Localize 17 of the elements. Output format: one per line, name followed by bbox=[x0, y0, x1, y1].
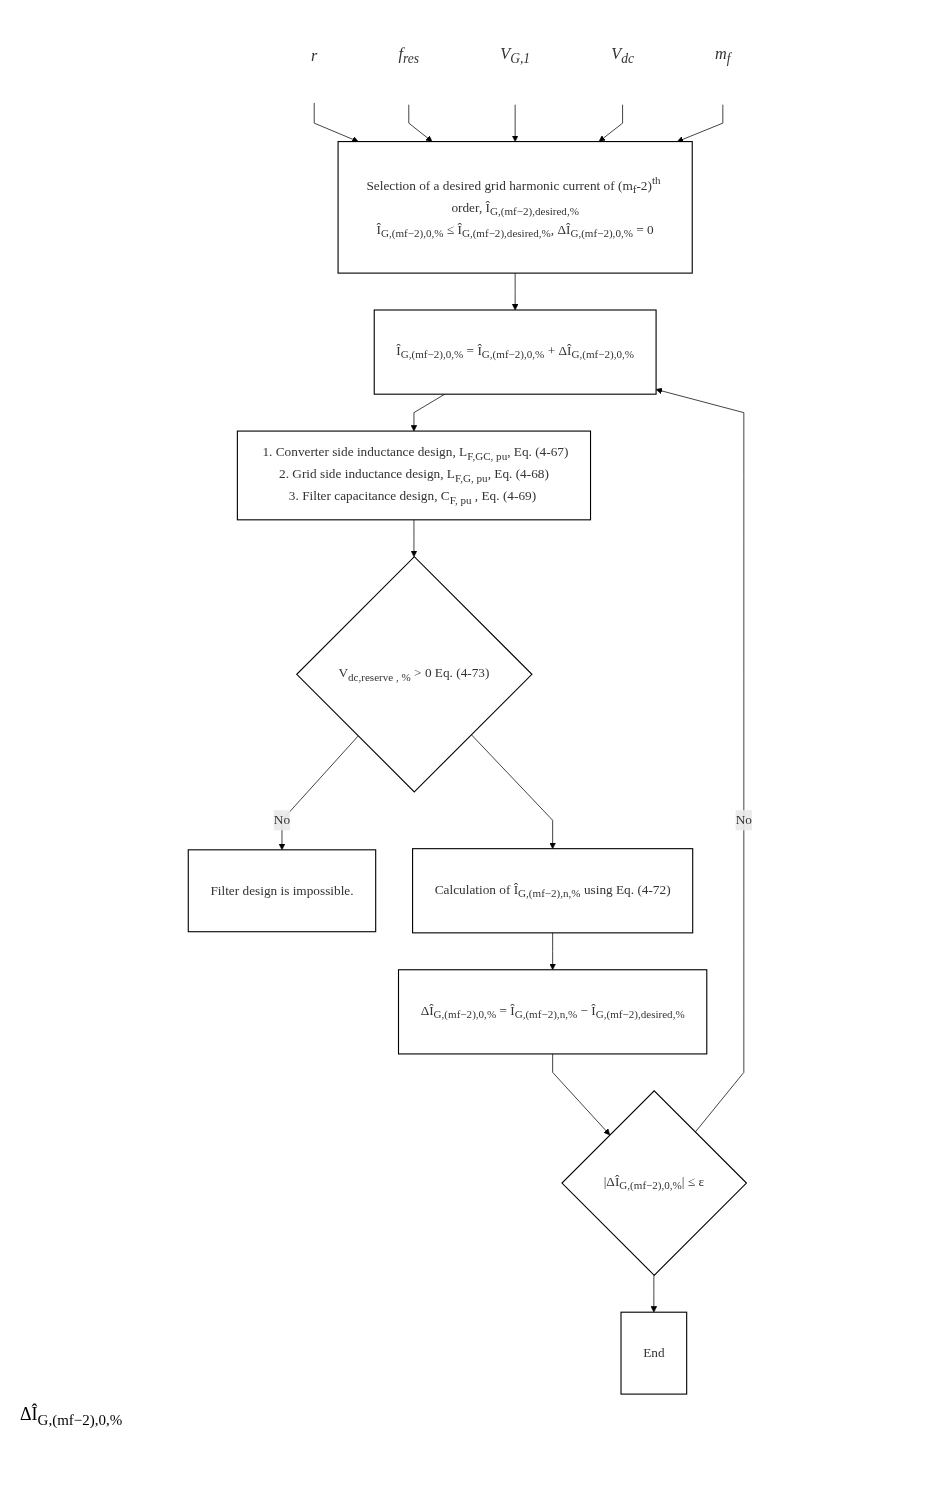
node-diamond: V$_{dc,reserve , %}$ > 0 Eq. (4-73) bbox=[295, 555, 533, 793]
node-diamond: |ΔÎ$_{G,(mf−2),0,%}$| ≤ ε bbox=[561, 1090, 748, 1277]
node-text: V$_{G,1}$ bbox=[500, 44, 531, 66]
node-text: m$_{f}$ bbox=[715, 44, 731, 66]
node-box: Calculation of Î$_{G,(mf−2),n,%}$ using Eq. (4-72) bbox=[412, 848, 694, 934]
node-text: f$_{res}$ bbox=[398, 44, 420, 66]
node-box: Filter design is impossible. bbox=[187, 849, 377, 933]
node-text: r bbox=[311, 46, 318, 65]
node-box: Î$_{G,(mf−2),0,%}$ = Î$_{G,(mf−2),0,%}$ + ΔÎ$_{G,(mf−2),0,%}$ bbox=[373, 309, 657, 395]
edge-label: No bbox=[735, 812, 752, 828]
node-text: V$_{dc}$ bbox=[611, 44, 634, 66]
node-box: 1. Converter side inductance design, L$_{F,GC, pu}$, Eq. (4-67) 2. Grid side inductance design, L$_{F,G, pu}$, Eq. (4-68) 3. Filter capacitance design, C$_{F, pu}$ , Eq. (4-69) bbox=[236, 430, 592, 521]
note-text: ΔÎ$_{G,(mf−2),0,%}$ bbox=[20, 1404, 124, 1429]
node-box: ΔÎ$_{G,(mf−2),0,%}$ = Î$_{G,(mf−2),n,%}$ − Î$_{G,(mf−2),desired,%}$ bbox=[397, 969, 708, 1055]
edge-label: No bbox=[273, 812, 291, 828]
node-box: Selection of a desired grid harmonic current of (m$_{f}$-2)$^{th}$ order, Î$_{G,(mf−2),desired,%}$ Î$_{G,(mf−2),0,%}$ ≤ Î$_{G,(mf−2),desired,%}$, ΔÎ$_{G,(mf−2),0,%}$ = 0 bbox=[337, 141, 693, 274]
node-box: End bbox=[620, 1311, 688, 1395]
